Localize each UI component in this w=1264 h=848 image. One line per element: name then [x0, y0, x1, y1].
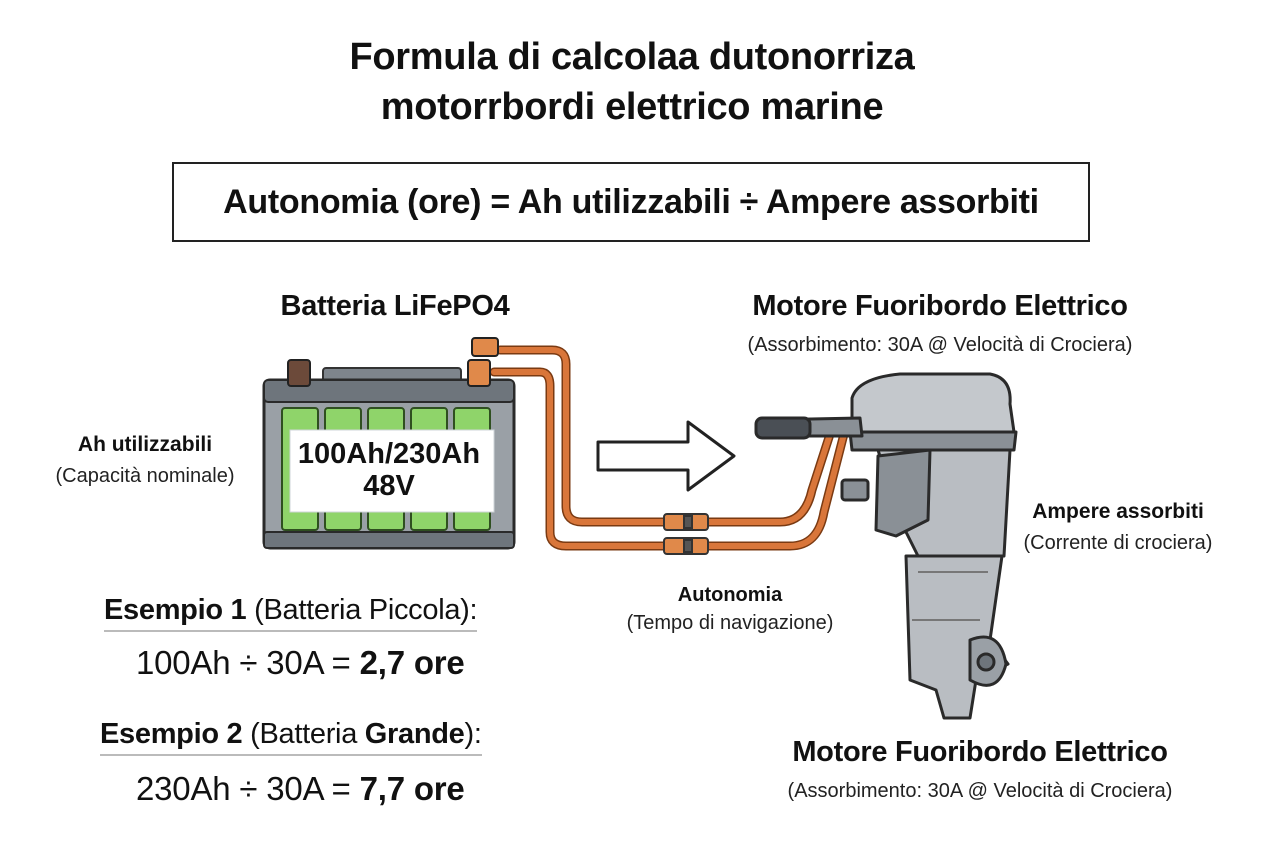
- ah-sublabel: (Capacità nominale): [55, 465, 235, 487]
- example-2-rest-1: (Batteria: [242, 718, 365, 750]
- battery-title: Batteria LiFePO4: [280, 290, 510, 322]
- title-line-1: Formula di calcolaa dutonorriza: [349, 36, 915, 78]
- autonomia-label: Autonomia: [677, 584, 783, 606]
- cables: [489, 345, 850, 551]
- formula-text: Autonomia (ore) = Ah utilizzabili ÷ Ampe…: [223, 182, 1039, 221]
- flow-arrow: [596, 420, 736, 492]
- example-2-size: Grande: [364, 718, 465, 750]
- example-2-title: Esempio 2 (Batteria Grande):: [100, 718, 482, 756]
- motor-top-title: Motore Fuoribordo Elettrico: [752, 290, 1128, 322]
- example-2-expression: 230Ah ÷ 30A =: [136, 770, 360, 807]
- ampere-sublabel: (Corrente di crociera): [1023, 532, 1213, 554]
- example-1-formula: 100Ah ÷ 30A = 2,7 ore: [136, 644, 465, 682]
- battery-voltage: 48V: [363, 470, 415, 502]
- example-2-rest-2: ):: [464, 718, 482, 750]
- motor-illustration: [754, 372, 1018, 720]
- example-1-result: 2,7 ore: [359, 644, 465, 681]
- example-1-rest: (Batteria Piccola):: [246, 594, 478, 626]
- example-2-label: Esempio 2: [100, 718, 243, 750]
- ampere-label: Ampere assorbiti: [1032, 500, 1204, 523]
- motor-bottom-title: Motore Fuoribordo Elettrico: [792, 736, 1168, 768]
- battery-label-panel: 100Ah/230Ah 48V: [284, 438, 494, 502]
- example-2-result: 7,7 ore: [359, 770, 465, 807]
- example-1-expression: 100Ah ÷ 30A =: [136, 644, 360, 681]
- motor-top-subtitle: (Assorbimento: 30A @ Velocità di Crocier…: [747, 334, 1133, 356]
- example-1-label: Esempio 1: [104, 594, 247, 626]
- autonomia-sublabel: (Tempo di navigazione): [626, 612, 834, 634]
- title-line-2: motorrbordi elettrico marine: [380, 86, 884, 128]
- page-title: Formula di calcolaa dutonorriza motorrbo…: [0, 32, 1264, 132]
- battery-capacity: 100Ah/230Ah: [297, 438, 481, 470]
- example-2-formula: 230Ah ÷ 30A = 7,7 ore: [136, 770, 465, 808]
- example-1-title: Esempio 1 (Batteria Piccola):: [104, 594, 478, 632]
- cable-connectors: [663, 513, 709, 555]
- formula-box: Autonomia (ore) = Ah utilizzabili ÷ Ampe…: [172, 162, 1090, 242]
- motor-bottom-subtitle: (Assorbimento: 30A @ Velocità di Crocier…: [787, 780, 1173, 802]
- ah-label: Ah utilizzabili: [77, 433, 213, 456]
- battery-illustration: [262, 337, 516, 550]
